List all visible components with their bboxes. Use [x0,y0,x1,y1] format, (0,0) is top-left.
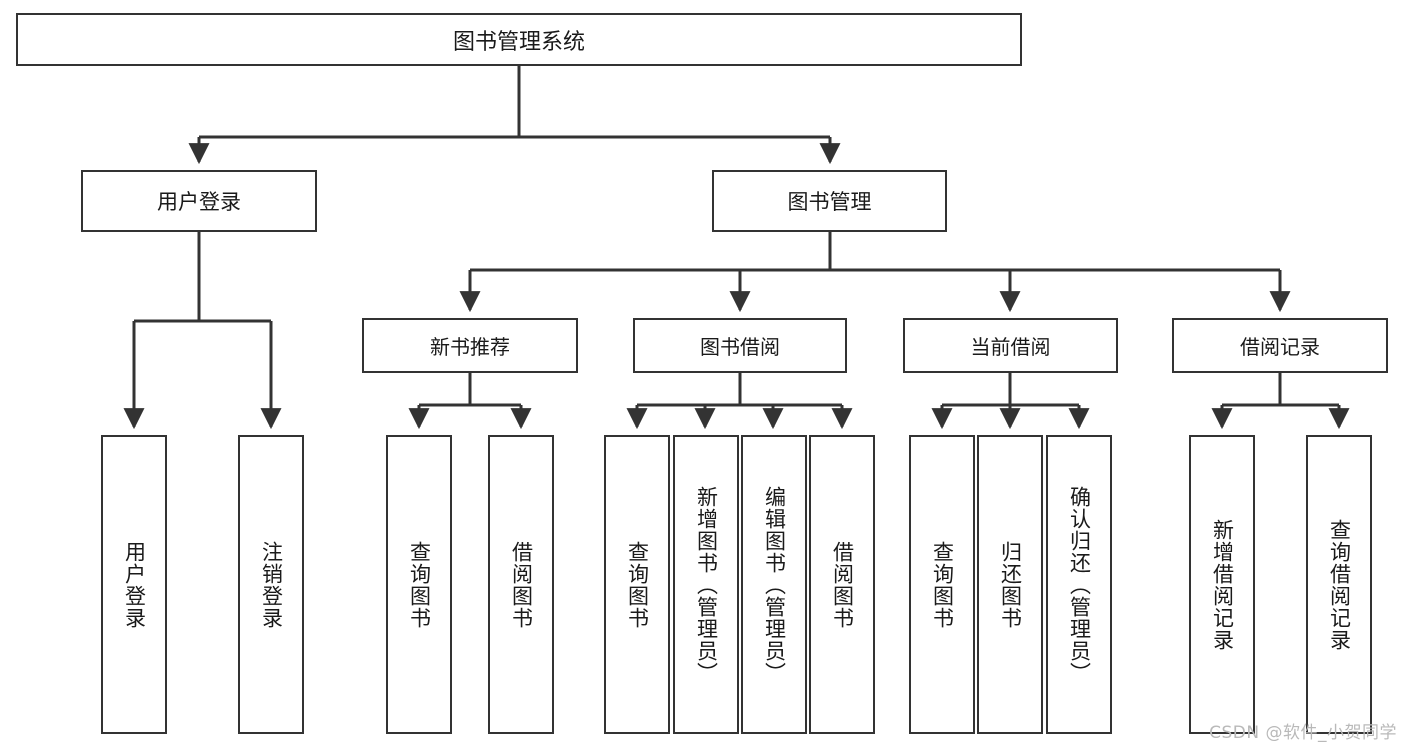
leaf-label: 新增借阅记录 [1210,518,1235,651]
node-root[interactable]: 图书管理系统 [16,13,1022,66]
node-new-book-label: 新书推荐 [430,335,510,359]
leaf-label: 用户登录 [122,540,147,629]
node-book-borrow[interactable]: 图书借阅 [633,318,847,373]
leaf-book-borrow-query[interactable]: 查询图书 [604,435,670,734]
node-book-borrow-label: 图书借阅 [700,335,780,359]
leaf-book-borrow-borrow[interactable]: 借阅图书 [809,435,875,734]
leaf-book-borrow-add[interactable]: 新增图书（管理员） [673,435,739,734]
leaf-label: 查询图书 [930,540,955,629]
leaf-user-login-logout[interactable]: 注销登录 [238,435,304,734]
leaf-current-borrow-query[interactable]: 查询图书 [909,435,975,734]
node-borrow-record[interactable]: 借阅记录 [1172,318,1388,373]
leaf-current-borrow-confirm[interactable]: 确认归还（管理员） [1046,435,1112,734]
leaf-label: 编辑图书（管理员） [762,485,787,684]
leaf-label: 借阅图书 [509,540,534,629]
node-borrow-record-label: 借阅记录 [1240,335,1320,359]
leaf-new-book-borrow[interactable]: 借阅图书 [488,435,554,734]
node-current-borrow[interactable]: 当前借阅 [903,318,1118,373]
leaf-book-borrow-edit[interactable]: 编辑图书（管理员） [741,435,807,734]
leaf-new-book-query[interactable]: 查询图书 [386,435,452,734]
leaf-user-login-login[interactable]: 用户登录 [101,435,167,734]
node-book-manage-label: 图书管理 [787,190,872,214]
leaf-label: 查询借阅记录 [1327,518,1352,651]
node-book-manage[interactable]: 图书管理 [712,170,947,232]
leaf-label: 借阅图书 [830,540,855,629]
node-user-login[interactable]: 用户登录 [81,170,317,232]
node-current-borrow-label: 当前借阅 [970,335,1051,359]
leaf-borrow-record-query[interactable]: 查询借阅记录 [1306,435,1372,734]
leaf-current-borrow-return[interactable]: 归还图书 [977,435,1043,734]
node-new-book[interactable]: 新书推荐 [362,318,578,373]
node-user-login-label: 用户登录 [157,190,241,214]
leaf-label: 查询图书 [625,540,650,629]
leaf-label: 注销登录 [259,540,284,629]
leaf-label: 归还图书 [998,540,1023,629]
leaf-borrow-record-add[interactable]: 新增借阅记录 [1189,435,1255,734]
leaf-label: 确认归还（管理员） [1067,485,1092,684]
leaf-label: 新增图书（管理员） [694,485,719,684]
node-root-label: 图书管理系统 [452,29,585,55]
leaf-label: 查询图书 [407,540,432,629]
